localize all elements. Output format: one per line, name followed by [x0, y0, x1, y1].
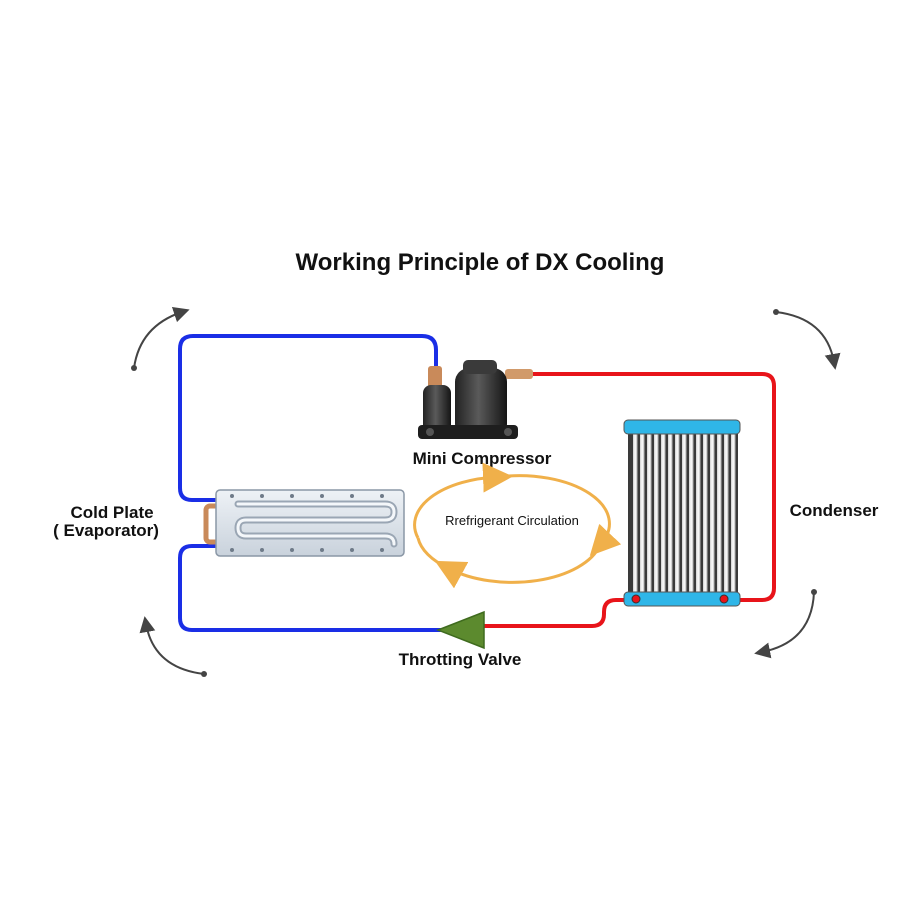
condenser-fin [675, 432, 680, 594]
condenser-fin [724, 432, 729, 594]
condenser-fin [696, 432, 701, 594]
valve-label: Throtting Valve [399, 650, 522, 669]
condenser-fin [717, 432, 722, 594]
flow-arrow-bottom-right [754, 589, 817, 659]
cold-plate-icon [203, 489, 405, 557]
evaporator-label-line1: Cold Plate [70, 503, 153, 522]
circulation-label: Rrefrigerant Circulation [445, 513, 579, 528]
condenser-icon [623, 419, 741, 607]
condenser-fin [668, 432, 673, 594]
condenser-fin [710, 432, 715, 594]
condenser-fin [703, 432, 708, 594]
flow-arrow-top-right [773, 309, 841, 370]
condenser-fin [689, 432, 694, 594]
flow-arrows [131, 306, 841, 677]
condenser-fin [640, 432, 645, 594]
hot-line [480, 372, 776, 628]
page-title: Working Principle of DX Cooling [296, 249, 665, 276]
condenser-fin [647, 432, 652, 594]
circulation-arrows [413, 462, 622, 589]
throttle-valve-icon [435, 610, 485, 650]
flow-arrow-bottom-left [139, 616, 207, 677]
condenser-label: Condenser [790, 501, 879, 520]
compressor-icon [418, 360, 533, 439]
flow-arrow-top-left [131, 306, 190, 371]
cold-line [178, 334, 442, 632]
condenser-fin [661, 432, 666, 594]
evaporator-label-line2: ( Evaporator) [53, 521, 159, 540]
condenser-fin [731, 432, 736, 594]
condenser-fin [654, 432, 659, 594]
condenser-fin [633, 432, 638, 594]
compressor-label: Mini Compressor [413, 449, 552, 468]
condenser-fin [682, 432, 687, 594]
